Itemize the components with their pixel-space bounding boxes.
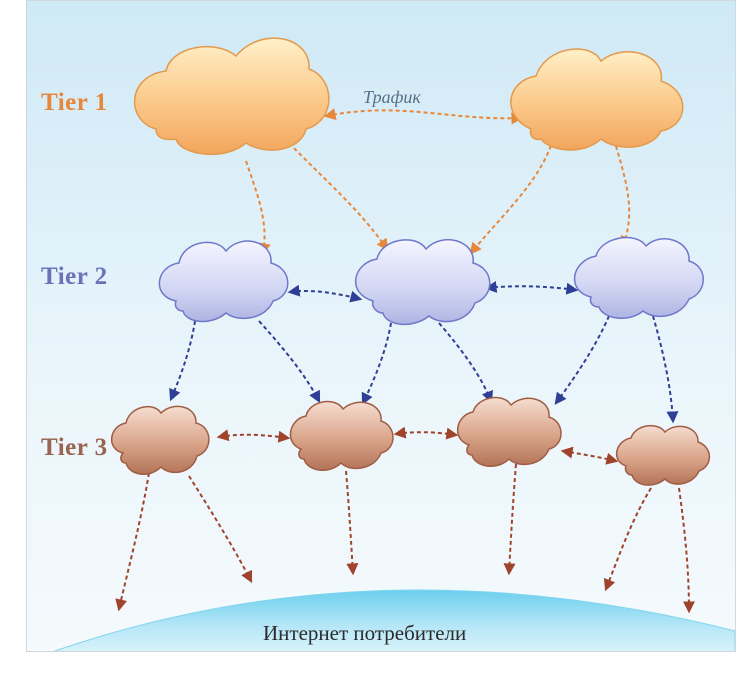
tier2-link <box>438 322 494 404</box>
tier3-link <box>503 463 517 576</box>
tier2-label-text: Tier 2 <box>41 263 108 290</box>
tier2-links <box>169 281 679 424</box>
tier2-peer-link <box>287 284 363 303</box>
tier3-cloud <box>289 400 394 471</box>
tier3-link <box>603 487 652 592</box>
tier3-link <box>188 475 253 584</box>
traffic-label: Трафик <box>363 87 421 107</box>
consumers-label: Интернет потребители <box>263 621 467 645</box>
tier1-links <box>245 108 632 256</box>
tier3-peer-link <box>393 426 459 440</box>
tier1-link <box>469 138 554 255</box>
tier1-traffic-link <box>323 108 524 125</box>
tier3-link <box>678 487 695 614</box>
diagram-frame: Tier 1 Tier 2 Tier 3 Трафик Интернет пот… <box>26 0 736 652</box>
tier3-link <box>115 472 150 612</box>
tier1-link <box>288 142 389 251</box>
tier2-peer-link <box>484 281 579 295</box>
tier2-link <box>554 315 610 405</box>
tier3-peer-link <box>216 429 291 443</box>
tier2-link <box>361 322 392 406</box>
tier2-link <box>652 315 679 424</box>
tier3-peer-link <box>560 446 619 465</box>
tier1-label-text: Tier 1 <box>41 89 108 116</box>
consumers-ground <box>53 589 735 651</box>
tier2-cloud <box>355 239 491 325</box>
tier3-link <box>345 470 359 576</box>
network-diagram <box>53 37 735 651</box>
tier2-cloud <box>574 236 704 319</box>
tier3-cloud <box>457 396 562 467</box>
tier3-cloud <box>616 424 711 486</box>
tier2-cloud <box>158 240 289 323</box>
tier3-label-text: Tier 3 <box>41 434 108 461</box>
tier1-link <box>245 160 271 256</box>
tier3-label: Tier 3 <box>41 434 108 462</box>
tier1-cloud <box>133 37 330 156</box>
tier1-cloud <box>510 48 684 151</box>
tier1-label: Tier 1 <box>41 89 108 117</box>
tier2-link <box>258 320 321 404</box>
tier1-link <box>615 145 632 249</box>
tier2-label: Tier 2 <box>41 263 108 291</box>
tier2-link <box>169 320 196 402</box>
tier3-links <box>115 426 695 614</box>
tier3-cloud <box>111 405 210 475</box>
